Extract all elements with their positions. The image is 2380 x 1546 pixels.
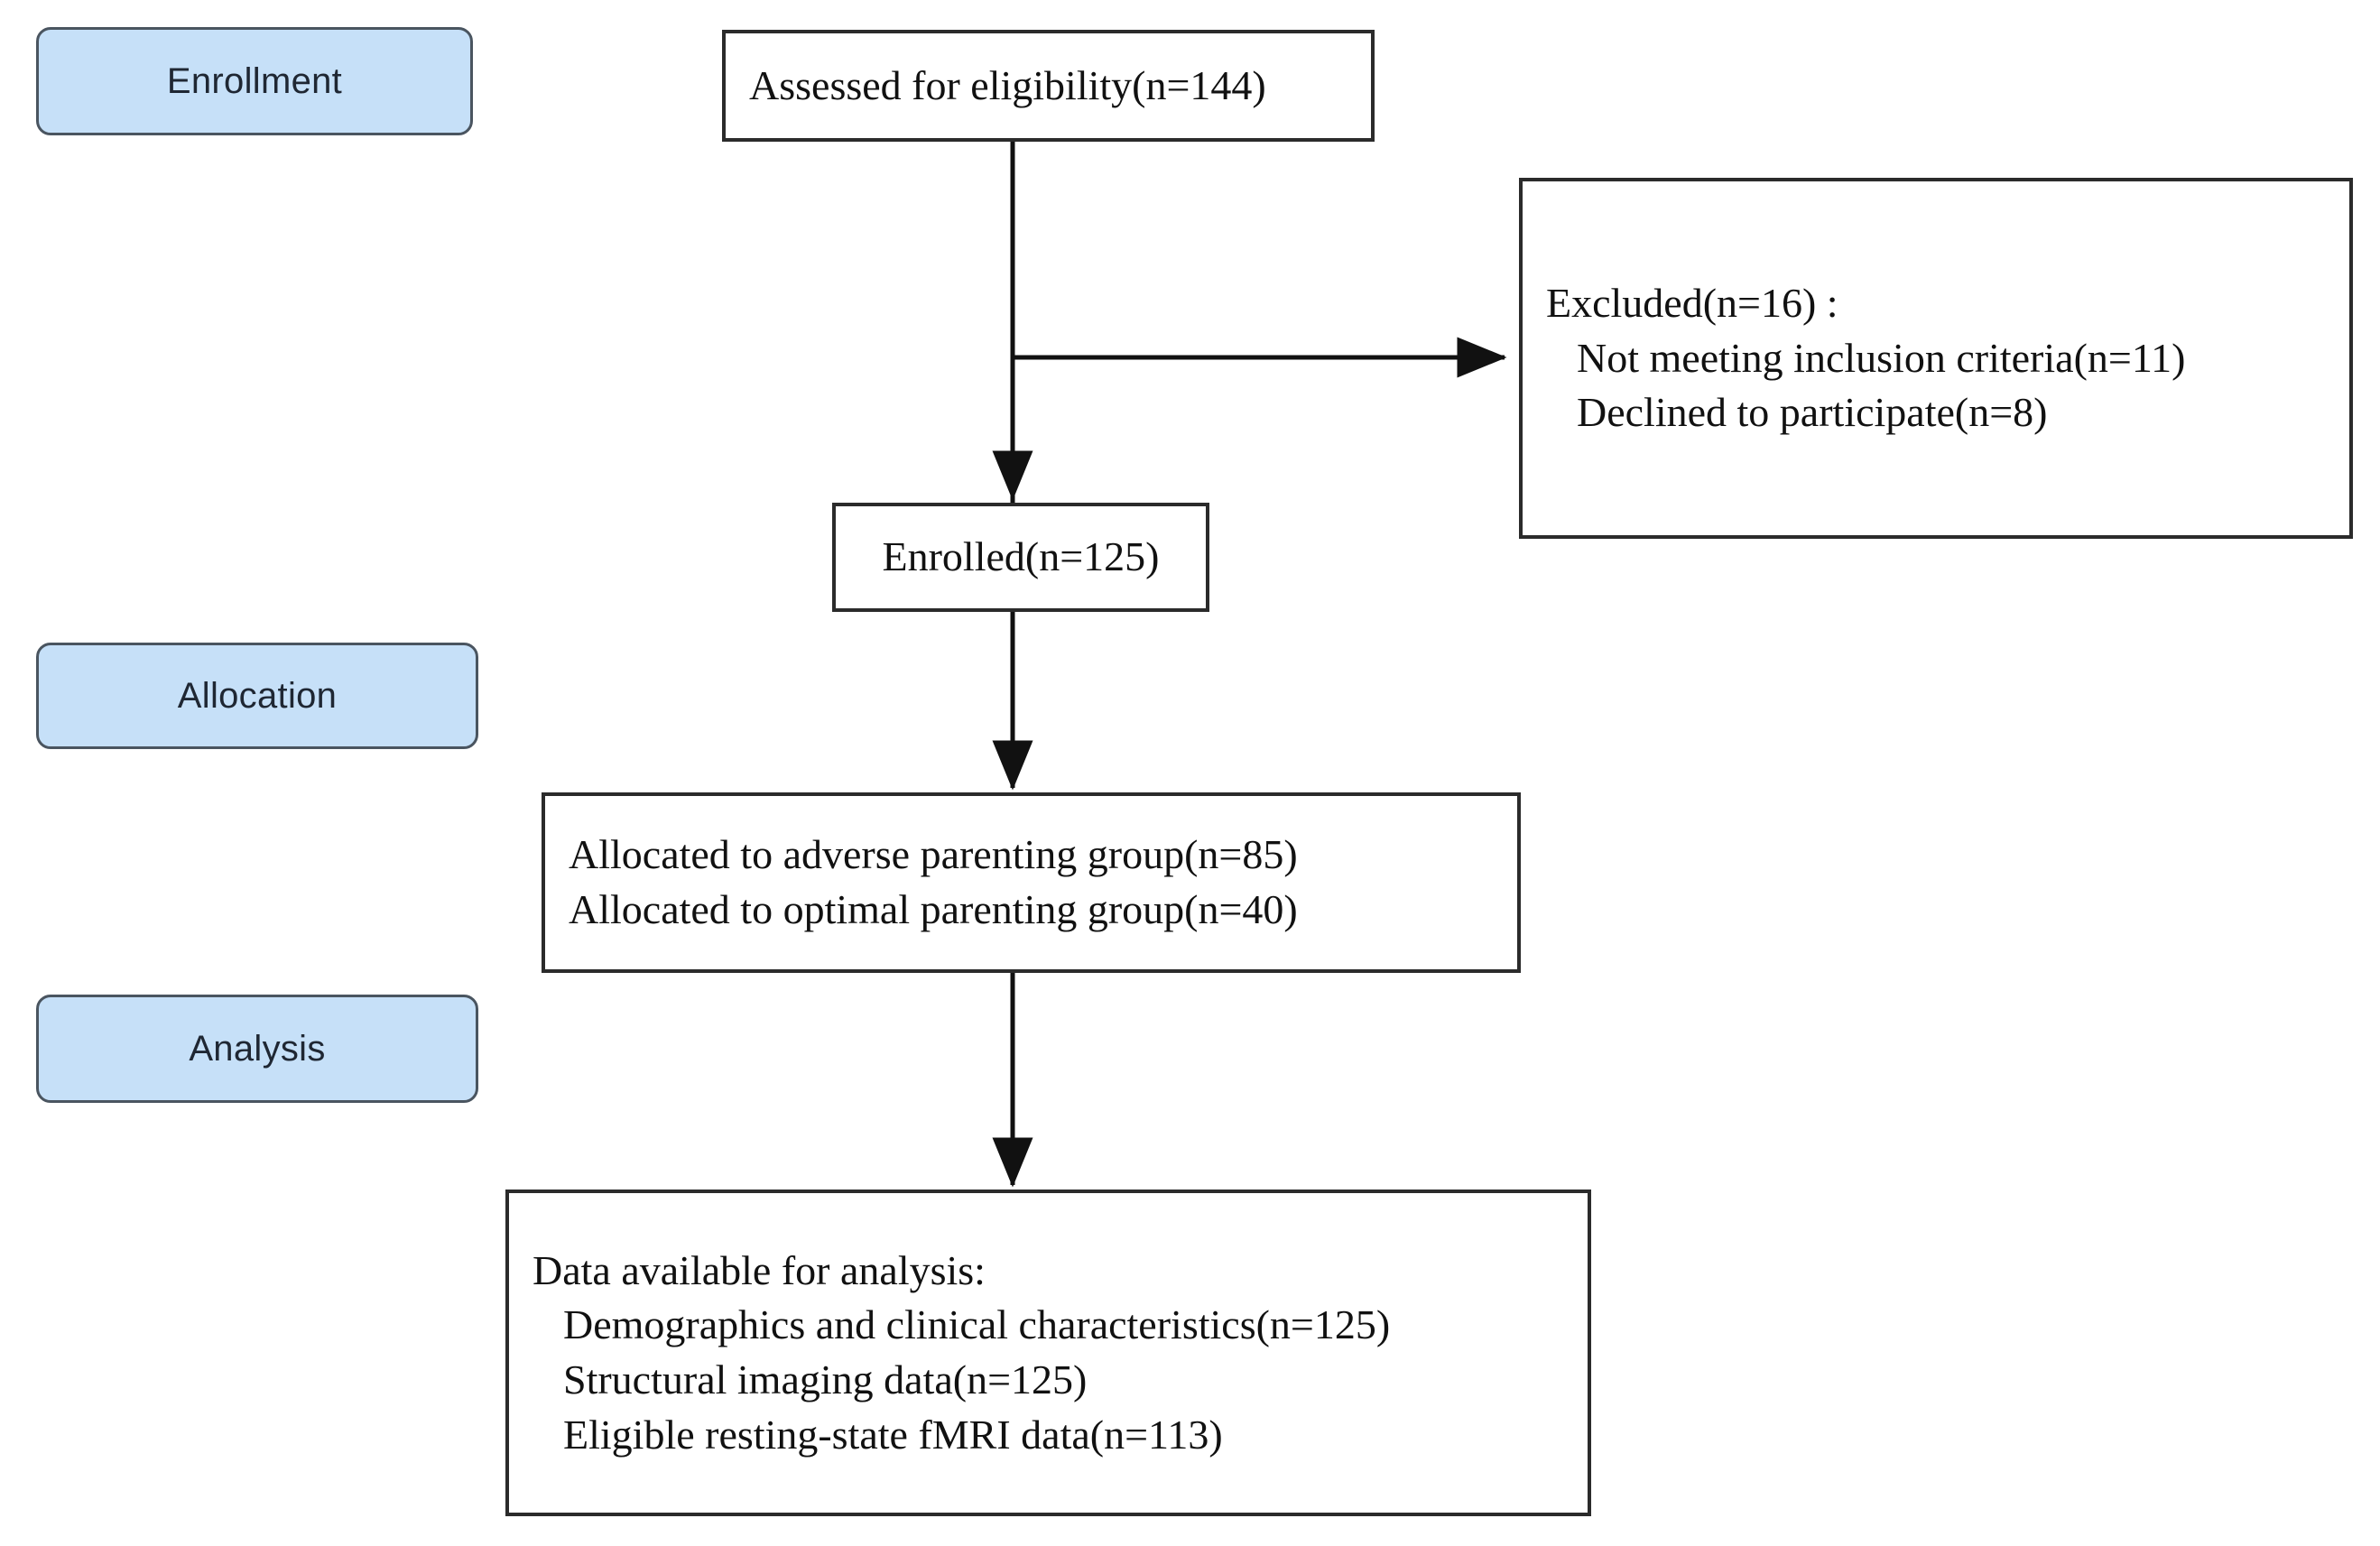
analysis-line-4: Eligible resting-state fMRI data(n=113) (563, 1411, 1223, 1458)
box-allocated: Allocated to adverse parenting group(n=8… (542, 792, 1521, 973)
excluded-line-2: Not meeting inclusion criteria(n=11) (1577, 334, 2186, 381)
box-assessed-for-eligibility: Assessed for eligibility(n=144) (722, 30, 1375, 142)
analysis-line-1: Data available for analysis: (532, 1246, 986, 1293)
stage-label-enrollment: Enrollment (166, 60, 343, 101)
stage-label-analysis: Analysis (189, 1028, 326, 1069)
allocated-line-2: Allocated to optimal parenting group(n=4… (569, 886, 1298, 932)
box-analysis-data: Data available for analysis: Demographic… (505, 1190, 1591, 1516)
analysis-line-3: Structural imaging data(n=125) (563, 1356, 1088, 1403)
box-excluded: Excluded(n=16) : Not meeting inclusion c… (1519, 178, 2353, 539)
enrolled-line-1: Enrolled(n=125) (882, 533, 1160, 580)
stage-pill-enrollment: Enrollment (36, 27, 473, 135)
stage-label-allocation: Allocation (177, 675, 338, 716)
stage-pill-allocation: Allocation (36, 643, 478, 749)
excluded-line-3: Declined to participate(n=8) (1577, 389, 2048, 436)
assessed-line-1: Assessed for eligibility(n=144) (749, 61, 1266, 108)
excluded-line-1: Excluded(n=16) : (1546, 279, 1838, 326)
allocated-line-1: Allocated to adverse parenting group(n=8… (569, 831, 1298, 878)
stage-pill-analysis: Analysis (36, 995, 478, 1103)
box-enrolled: Enrolled(n=125) (832, 503, 1209, 612)
analysis-line-2: Demographics and clinical characteristic… (563, 1301, 1391, 1348)
